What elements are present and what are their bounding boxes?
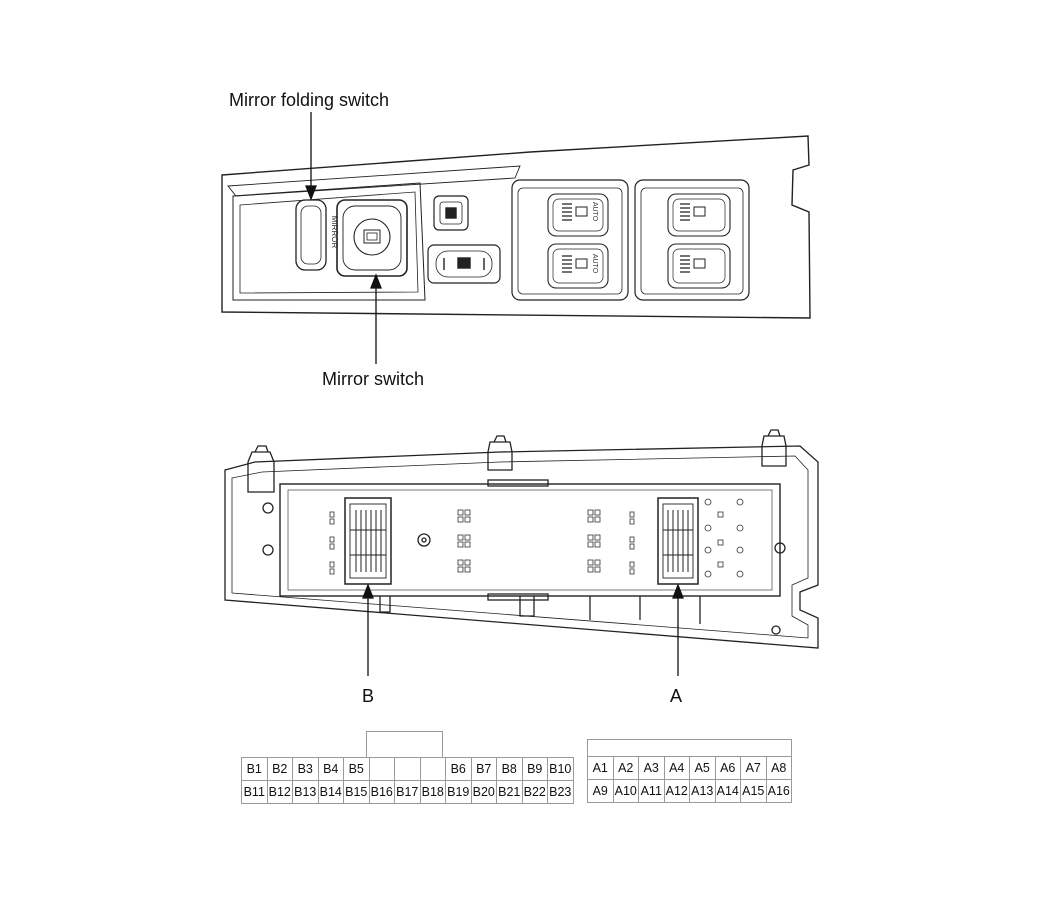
connector-a-header-row — [587, 739, 792, 757]
pin-cell: B15 — [343, 780, 370, 804]
pin-cell: A3 — [638, 756, 665, 780]
pin-cell: B13 — [292, 780, 319, 804]
pin-cell: B20 — [470, 780, 497, 804]
connector-b-header-box — [366, 731, 443, 758]
pin-cell: A10 — [612, 779, 639, 803]
pin-cell: B10 — [547, 757, 574, 781]
pin-cell — [368, 757, 395, 781]
pin-cell: B14 — [317, 780, 344, 804]
pin-cell: B5 — [343, 757, 370, 781]
connector-b-label: B — [362, 686, 375, 706]
circuit-board — [279, 483, 781, 597]
pin-cell: B6 — [445, 757, 472, 781]
mirror-switch-label: Mirror switch — [322, 369, 424, 389]
pin-cell — [419, 757, 446, 781]
pin-cell: B12 — [266, 780, 293, 804]
pin-cell: B16 — [368, 780, 395, 804]
mirror-folding-switch — [295, 199, 327, 271]
pin-cell: A4 — [663, 756, 690, 780]
pin-cell: A9 — [587, 779, 614, 803]
pin-cell: A14 — [714, 779, 741, 803]
panel-inner-trim — [227, 165, 521, 197]
pin-cell: A15 — [740, 779, 767, 803]
rear-outline — [224, 445, 819, 649]
auto-text-lower: AUTO — [591, 253, 599, 274]
pin-cell: A5 — [689, 756, 716, 780]
pin-cell: A7 — [740, 756, 767, 780]
mirror-recess — [232, 182, 426, 301]
pin-cell: A11 — [638, 779, 665, 803]
pin-cell: B22 — [521, 780, 548, 804]
lock-button — [433, 195, 469, 231]
pin-cell — [394, 757, 421, 781]
window-switch-group-left — [511, 179, 629, 301]
window-lock-switch — [427, 244, 501, 284]
pin-cell: B1 — [241, 757, 268, 781]
pin-cell: B23 — [547, 780, 574, 804]
pin-cell: A12 — [663, 779, 690, 803]
pin-cell: B18 — [419, 780, 446, 804]
panel-outline — [221, 135, 811, 319]
pin-cell: A2 — [612, 756, 639, 780]
mirror-folding-switch-label: Mirror folding switch — [229, 90, 390, 110]
pin-cell: A6 — [714, 756, 741, 780]
pin-cell: A13 — [689, 779, 716, 803]
connector-b-housing — [344, 497, 392, 585]
auto-text-upper: AUTO — [591, 201, 599, 222]
window-switch-group-right — [634, 179, 750, 301]
mirror-switch-text: MIRROR — [330, 215, 340, 249]
pin-cell: B11 — [241, 780, 268, 804]
pin-cell: B9 — [521, 757, 548, 781]
pin-cell: A16 — [765, 779, 792, 803]
mirror-switch — [336, 199, 408, 277]
connector-a-label: A — [670, 686, 683, 706]
pin-cell: B21 — [496, 780, 523, 804]
pin-cell: B4 — [317, 757, 344, 781]
pin-cell: B17 — [394, 780, 421, 804]
pin-cell: B19 — [445, 780, 472, 804]
pin-cell: B7 — [470, 757, 497, 781]
pin-cell: A8 — [765, 756, 792, 780]
pin-cell: B3 — [292, 757, 319, 781]
pin-cell: B2 — [266, 757, 293, 781]
pin-cell: B8 — [496, 757, 523, 781]
pin-cell: A1 — [587, 756, 614, 780]
